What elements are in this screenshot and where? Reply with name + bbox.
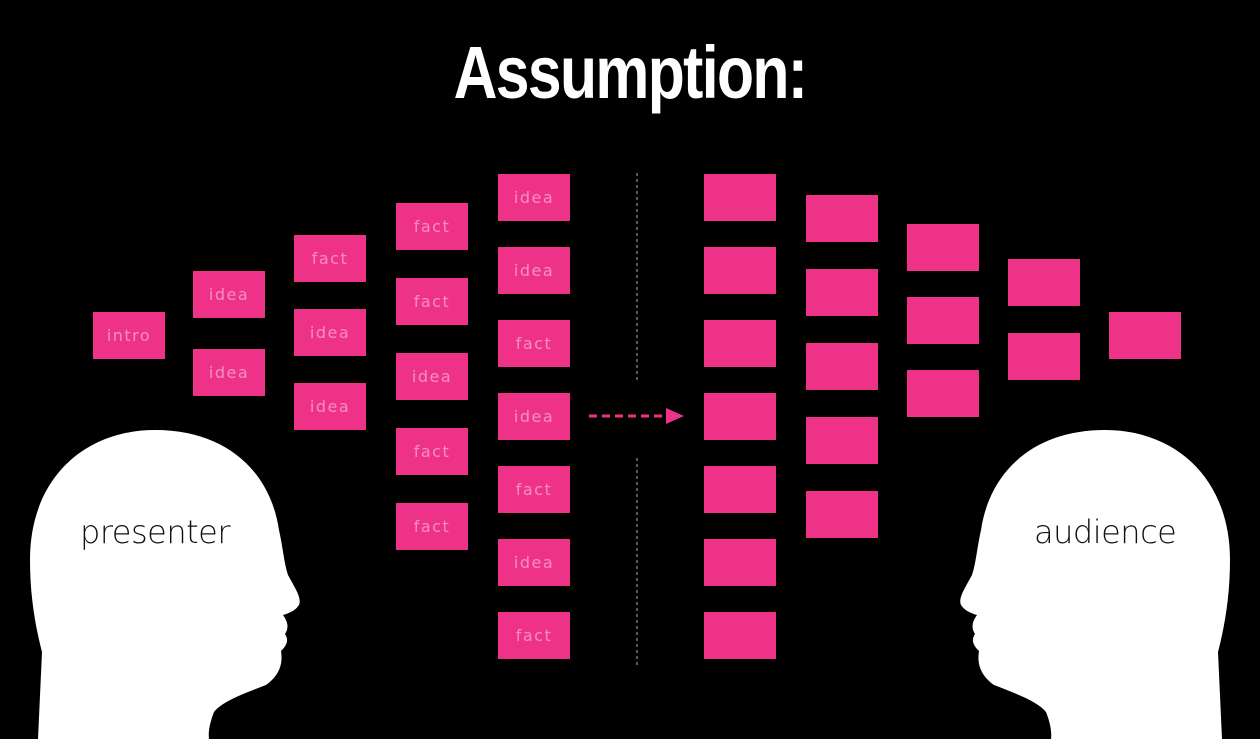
presenter-fact-box: fact <box>498 466 570 513</box>
audience-box <box>704 466 776 513</box>
audience-box <box>806 491 878 538</box>
presenter-idea-box: idea <box>498 174 570 221</box>
presenter-label: presenter <box>80 513 230 551</box>
audience-box <box>704 174 776 221</box>
audience-box <box>806 343 878 390</box>
audience-box <box>907 224 979 271</box>
presenter-idea-box: idea <box>193 271 265 318</box>
audience-box <box>1008 259 1080 306</box>
presenter-idea-box: idea <box>498 393 570 440</box>
audience-box <box>907 297 979 344</box>
presenter-fact-box: fact <box>498 320 570 367</box>
audience-box <box>806 417 878 464</box>
audience-box <box>907 370 979 417</box>
audience-box <box>704 393 776 440</box>
presenter-fact-box: fact <box>498 612 570 659</box>
presenter-idea-box: idea <box>294 383 366 430</box>
presenter-fact-box: fact <box>396 503 468 550</box>
presenter-fact-box: fact <box>396 203 468 250</box>
presenter-fact-box: fact <box>396 428 468 475</box>
audience-box <box>704 320 776 367</box>
presenter-idea-box: idea <box>498 539 570 586</box>
presenter-idea-box: idea <box>294 309 366 356</box>
presenter-intro-box: intro <box>93 312 165 359</box>
presenter-idea-box: idea <box>193 349 265 396</box>
presenter-idea-box: idea <box>498 247 570 294</box>
transfer-arrow-icon <box>666 408 684 424</box>
audience-box <box>806 195 878 242</box>
slide-title: Assumption: <box>453 31 808 114</box>
audience-box <box>704 247 776 294</box>
audience-box <box>806 269 878 316</box>
audience-label: audience <box>1034 513 1177 551</box>
audience-box <box>1008 333 1080 380</box>
audience-box <box>704 539 776 586</box>
audience-box <box>1109 312 1181 359</box>
audience-box <box>704 612 776 659</box>
presenter-idea-box: idea <box>396 353 468 400</box>
presenter-fact-box: fact <box>396 278 468 325</box>
presenter-fact-box: fact <box>294 235 366 282</box>
